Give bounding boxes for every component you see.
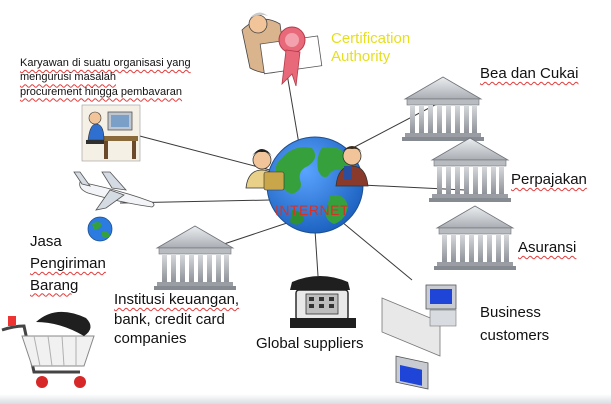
shopping-cart-icon — [1, 311, 95, 388]
finance-label: Institusi keuangan, bank, credit card co… — [114, 290, 239, 349]
internet-label: INTERNET — [275, 202, 349, 218]
person-icon — [81, 104, 141, 162]
building-icon — [433, 205, 517, 271]
suppliers-label: Global suppliers — [256, 335, 364, 352]
connector-customs — [344, 95, 453, 153]
shipping-line3: Barang — [30, 276, 79, 294]
tax-label: Perpajakan — [511, 171, 587, 188]
business-label: Business customers — [480, 302, 549, 347]
person-icon — [245, 149, 285, 191]
finance-line3: companies — [114, 330, 187, 347]
computer-icon — [381, 284, 457, 390]
shipping-line1: Jasa — [30, 233, 62, 250]
connector-business — [341, 221, 413, 281]
employee-line3: procurement hingga pembavaran — [20, 85, 183, 98]
bottom-shadow — [0, 394, 611, 404]
connector-lines — [119, 61, 466, 281]
business-line1: Business — [480, 304, 541, 321]
finance-line2: bank, credit card — [114, 310, 225, 328]
customs-label: Bea dan Cukai — [480, 65, 579, 82]
airplane-icon — [73, 171, 155, 242]
certificate-ribbon-icon — [241, 12, 323, 87]
certification-line2: Authority — [331, 48, 391, 66]
finance-line1: Institusi keuangan, — [114, 291, 240, 308]
certification-line1: Certification — [331, 30, 411, 47]
business-line2: customers — [480, 326, 550, 344]
certification-label: Certification Authority — [331, 30, 410, 67]
building-icon — [428, 137, 512, 203]
employee-line2: mengurusi masalah — [20, 71, 116, 84]
connector-suppliers — [314, 229, 319, 277]
employee-label: Karyawan di suatu organisasi yang mengur… — [20, 56, 191, 99]
connector-employee — [131, 133, 271, 171]
building-icon — [401, 76, 485, 142]
insurance-label: Asuransi — [518, 239, 577, 256]
telephone-icon — [290, 276, 356, 328]
shipping-label: Jasa Pengiriman Barang — [30, 231, 106, 296]
person-icon — [335, 146, 369, 187]
shipping-line2: Pengiriman — [30, 254, 106, 272]
building-icon — [153, 225, 237, 291]
employee-line1: Karyawan di suatu organisasi yang — [20, 57, 191, 69]
